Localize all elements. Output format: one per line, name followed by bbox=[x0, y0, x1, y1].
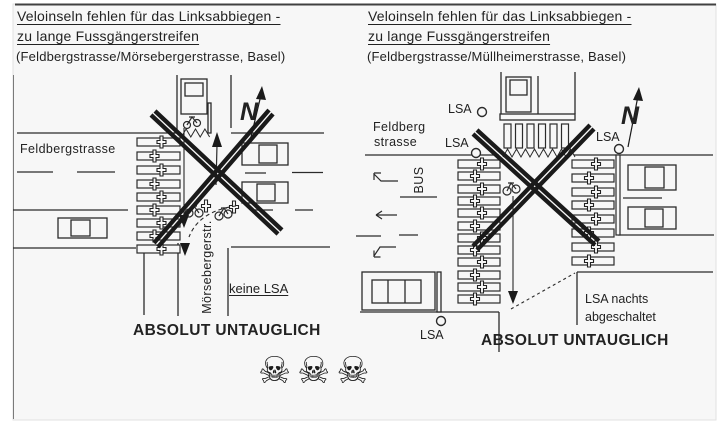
zebra-crossings bbox=[136, 123, 615, 306]
pointer-dashed-line bbox=[510, 272, 576, 310]
traffic-signal-circles bbox=[435, 106, 625, 327]
label-feldberg-right-1: Feldberg bbox=[373, 120, 426, 134]
label-lsa-left: LSA bbox=[445, 136, 469, 150]
bicycle-icon-right bbox=[502, 181, 521, 196]
label-lsa-right: LSA bbox=[596, 130, 620, 144]
left-turn-dashed-arrow bbox=[180, 205, 237, 256]
car-icons-east-left bbox=[241, 142, 289, 204]
traffic-signal-circle-bottom bbox=[435, 315, 447, 327]
label-feldberg-right-2: strasse bbox=[374, 135, 418, 149]
compass-n-left: N bbox=[240, 98, 259, 126]
compass-arrow-right bbox=[627, 87, 643, 148]
signal-pole-icon bbox=[615, 154, 621, 236]
skull-icon: ☠ bbox=[297, 350, 331, 391]
right-title-line1: Veloinseln fehlen für das Linksabbiegen … bbox=[368, 8, 632, 24]
traffic-signal-circle-left bbox=[470, 147, 482, 159]
skull-icon: ☠ bbox=[258, 350, 292, 391]
verdict-right: ABSOLUT UNTAUGLICH bbox=[481, 332, 669, 349]
car-icons-east-right bbox=[627, 164, 677, 230]
lane-arrows-west bbox=[373, 172, 398, 258]
car-icon-north-right bbox=[505, 76, 532, 113]
label-lsa-nachts-2: abgeschaltet bbox=[585, 310, 656, 324]
pole-icon bbox=[436, 271, 442, 313]
label-bus-lane: BUS bbox=[412, 166, 426, 194]
skull-icon: ☠ bbox=[336, 350, 370, 391]
left-title-line1: Veloinseln fehlen für das Linksabbiegen … bbox=[17, 8, 281, 24]
crossout-x-right bbox=[471, 123, 601, 252]
figure-background bbox=[12, 3, 717, 421]
car-icon-west-left bbox=[57, 217, 108, 239]
left-title-line2: zu lange Fussgängerstreifen bbox=[17, 28, 200, 44]
bus-icon bbox=[361, 271, 442, 313]
compass-n-right: N bbox=[621, 102, 640, 130]
traffic-signal-circle-right bbox=[613, 143, 625, 155]
skull-icons: ☠ ☠ ☠ bbox=[258, 352, 370, 389]
label-moersebergerstrasse: Mörsebergerstr. bbox=[200, 220, 214, 314]
compass-arrow-left bbox=[250, 86, 266, 138]
crossout-x-left bbox=[149, 108, 284, 249]
bicycle-icon-top bbox=[182, 115, 202, 130]
right-roads bbox=[356, 72, 714, 352]
label-keine-lsa: keine LSA bbox=[229, 281, 289, 296]
car-icon-north-left bbox=[180, 78, 212, 134]
left-roads bbox=[13, 75, 330, 316]
right-title-line2: zu lange Fussgängerstreifen bbox=[368, 28, 551, 44]
label-lsa-nachts-1: LSA nachts bbox=[585, 292, 649, 306]
verdict-left: ABSOLUT UNTAUGLICH bbox=[133, 322, 321, 339]
traffic-signal-circle-top bbox=[476, 106, 488, 118]
right-subtitle: (Feldbergstrasse/Müllheimerstrasse, Base… bbox=[367, 49, 627, 64]
pole-icon bbox=[207, 102, 212, 134]
left-subtitle: (Feldbergstrasse/Mörsebergerstrasse, Bas… bbox=[16, 49, 286, 64]
label-feldbergstrasse-left: Feldbergstrasse bbox=[20, 142, 116, 156]
label-lsa-top: LSA bbox=[448, 102, 472, 116]
label-lsa-bottom: LSA bbox=[420, 328, 444, 342]
